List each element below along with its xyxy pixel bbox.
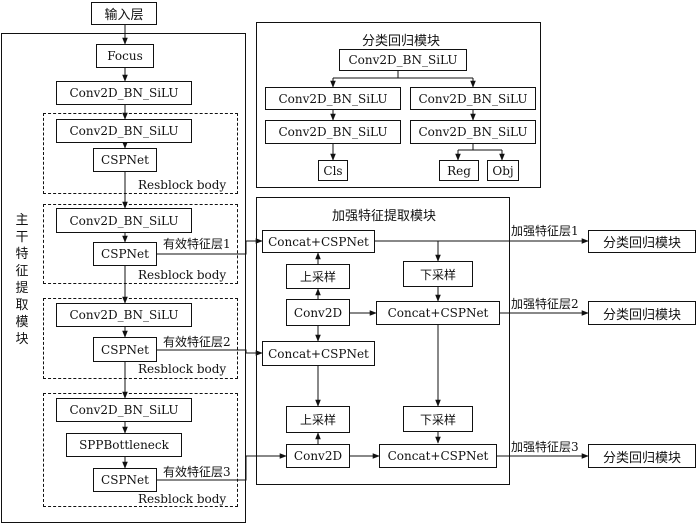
head-right-conv-2: Conv2D_BN_SiLU [410, 120, 536, 144]
head-right-conv-1-label: Conv2D_BN_SiLU [418, 91, 528, 106]
head-title: 分类回归模块 [362, 34, 441, 49]
neck-upsample-2-label: 上采样 [299, 413, 336, 427]
output-head-1: 分类回归模块 [588, 230, 696, 253]
neck-panel [256, 197, 510, 485]
resblock-4-cspnet: CSPNet [93, 468, 157, 492]
reg-box: Reg [439, 160, 479, 181]
head-right-conv-1: Conv2D_BN_SiLU [410, 87, 536, 110]
output-head-3: 分类回归模块 [588, 444, 696, 468]
neck-downsample-2: 下采样 [403, 406, 473, 432]
enhanced-feature-3-label: 加强特征层3 [511, 440, 579, 454]
resblock-3-cspnet-label: CSPNet [101, 342, 149, 357]
resblock-1-cspnet: CSPNet [93, 148, 157, 172]
resblock-3-caption: Resblock body [138, 362, 227, 376]
resblock-3 [43, 298, 238, 379]
resblock-1-caption: Resblock body [138, 178, 227, 192]
neck-upsample-1: 上采样 [286, 264, 350, 289]
backbone-panel [1, 33, 246, 523]
output-head-2-label: 分类回归模块 [602, 307, 681, 323]
enhanced-feature-1-label: 加强特征层1 [511, 224, 579, 238]
input-layer-label: 输入层 [104, 8, 144, 23]
resblock-2-conv-label: Conv2D_BN_SiLU [69, 213, 179, 228]
focus-box: Focus [96, 44, 154, 68]
feature-layer-2-label: 有效特征层2 [163, 335, 231, 349]
cls-box: Cls [318, 160, 348, 181]
resblock-4 [43, 393, 238, 507]
neck-conv2d-bottom: Conv2D [286, 444, 350, 468]
output-head-2: 分类回归模块 [588, 301, 696, 325]
spp-bottleneck-box: SPPBottleneck [66, 433, 182, 457]
resblock-4-conv-label: Conv2D_BN_SiLU [69, 403, 179, 417]
neck-downsample-2-label: 下采样 [419, 412, 456, 427]
neck-concat-bottom-label: Concat+CSPNet [387, 449, 489, 463]
head-left-conv-2-label: Conv2D_BN_SiLU [278, 125, 388, 139]
neck-concat-mid-left-label: Concat+CSPNet [268, 346, 369, 361]
neck-concat-mid-left: Concat+CSPNet [262, 341, 375, 366]
stem-conv-label: Conv2D_BN_SiLU [69, 86, 179, 100]
head-panel [256, 22, 541, 188]
neck-concat-bottom: Concat+CSPNet [379, 444, 497, 468]
neck-concat-mid-right: Concat+CSPNet [376, 301, 500, 325]
neck-conv2d-mid-label: Conv2D [293, 305, 343, 320]
resblock-2-cspnet-label: CSPNet [101, 247, 149, 261]
obj-label: Obj [492, 163, 514, 178]
resblock-3-cspnet: CSPNet [93, 337, 157, 362]
neck-upsample-2: 上采样 [286, 406, 350, 433]
neck-concat-top-label: Concat+CSPNet [268, 234, 369, 249]
stem-conv-box: Conv2D_BN_SiLU [56, 81, 192, 105]
resblock-1-conv: Conv2D_BN_SiLU [56, 119, 192, 143]
focus-label: Focus [107, 49, 143, 63]
resblock-1-cspnet-label: CSPNet [101, 153, 149, 167]
head-left-conv-2: Conv2D_BN_SiLU [265, 120, 401, 144]
neck-downsample-1-label: 下采样 [419, 267, 456, 282]
input-layer-box: 输入层 [91, 2, 157, 25]
obj-box: Obj [487, 160, 519, 181]
head-left-conv-1-label: Conv2D_BN_SiLU [278, 91, 388, 106]
spp-bottleneck-label: SPPBottleneck [79, 438, 169, 452]
resblock-2-caption: Resblock body [138, 268, 227, 282]
feature-layer-1-label: 有效特征层1 [163, 237, 231, 251]
resblock-1-conv-label: Conv2D_BN_SiLU [69, 124, 179, 138]
resblock-2-cspnet: CSPNet [93, 242, 157, 266]
resblock-4-conv: Conv2D_BN_SiLU [56, 398, 192, 422]
cls-label: Cls [323, 163, 343, 178]
output-head-1-label: 分类回归模块 [602, 236, 681, 251]
head-left-conv-1: Conv2D_BN_SiLU [265, 87, 401, 110]
resblock-3-conv-label: Conv2D_BN_SiLU [69, 308, 179, 322]
resblock-4-cspnet-label: CSPNet [101, 473, 149, 487]
neck-conv2d-mid: Conv2D [286, 299, 350, 326]
head-top-conv: Conv2D_BN_SiLU [339, 49, 467, 71]
resblock-2-conv: Conv2D_BN_SiLU [56, 208, 192, 233]
feature-layer-3-label: 有效特征层3 [163, 465, 231, 479]
neck-conv2d-bottom-label: Conv2D [293, 449, 343, 463]
neck-concat-top: Concat+CSPNet [262, 230, 375, 253]
head-right-conv-2-label: Conv2D_BN_SiLU [418, 125, 528, 139]
neck-upsample-1-label: 上采样 [299, 270, 336, 284]
backbone-title: 主干特征提取模块 [15, 213, 29, 347]
neck-concat-mid-right-label: Concat+CSPNet [387, 306, 489, 320]
neck-downsample-1: 下采样 [403, 261, 473, 287]
reg-label: Reg [447, 163, 471, 178]
enhanced-feature-2-label: 加强特征层2 [511, 297, 579, 311]
head-top-conv-label: Conv2D_BN_SiLU [348, 53, 458, 67]
resblock-4-caption: Resblock body [138, 492, 227, 506]
output-head-3-label: 分类回归模块 [602, 450, 681, 466]
neck-title: 加强特征提取模块 [332, 209, 437, 224]
resblock-3-conv: Conv2D_BN_SiLU [56, 303, 192, 327]
resblock-2 [43, 204, 238, 284]
resblock-1 [43, 113, 238, 194]
